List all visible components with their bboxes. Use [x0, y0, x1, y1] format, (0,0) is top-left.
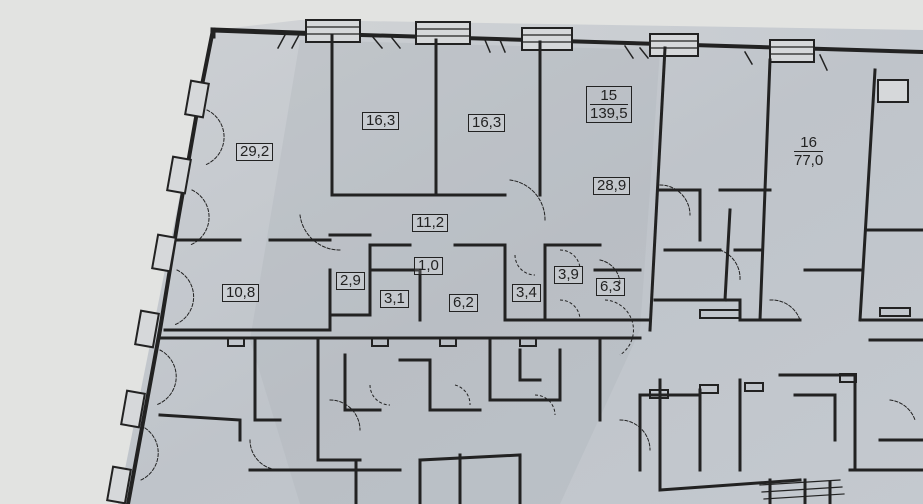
apartment-label: 15 139,5	[586, 86, 632, 123]
room-area-label: 3,4	[512, 284, 541, 302]
apartment-total-area: 139,5	[590, 104, 628, 122]
apartment-total-area: 77,0	[794, 151, 824, 169]
apartment-number: 16	[800, 134, 817, 151]
room-area-label: 16,3	[362, 112, 400, 130]
apartment-label: 16 77,0	[794, 134, 824, 169]
room-area-label: 1,0	[414, 257, 443, 275]
room-area-label: 6,2	[449, 294, 478, 312]
room-area-label: 3,1	[380, 290, 409, 308]
room-area-label: 11,2	[412, 214, 449, 232]
apartment-number: 15	[600, 87, 618, 104]
room-area-label: 2,9	[336, 272, 365, 290]
room-area-label: 10,8	[222, 284, 260, 302]
room-area-label: 16,3	[468, 114, 506, 132]
room-area-label: 28,9	[593, 177, 631, 195]
room-area-label: 3,9	[554, 266, 583, 284]
room-area-label: 6,3	[596, 278, 625, 296]
room-area-label: 29,2	[236, 143, 274, 161]
